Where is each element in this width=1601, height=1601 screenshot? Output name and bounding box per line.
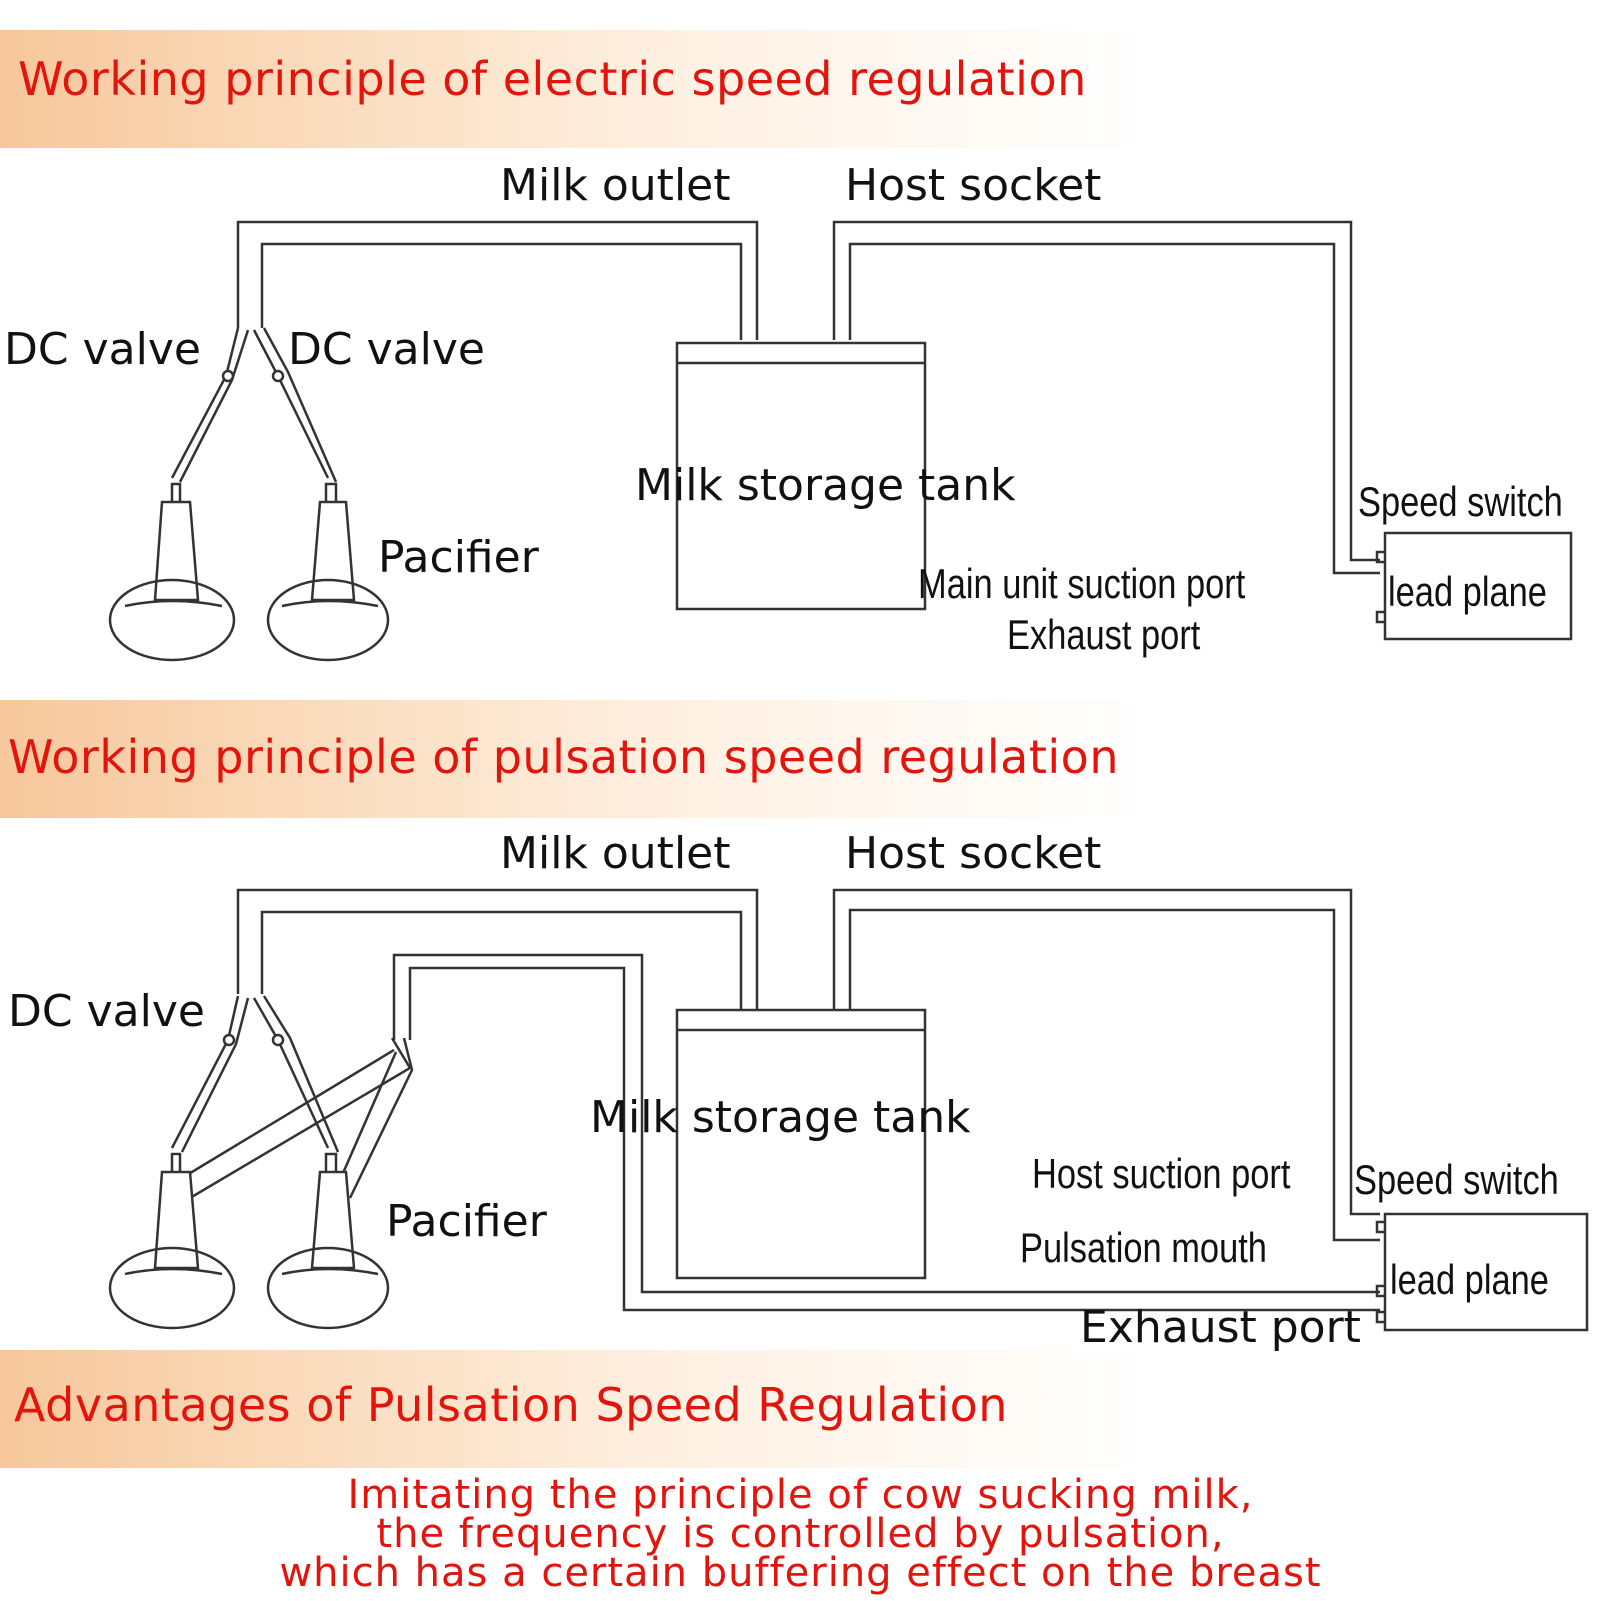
pulsation-mouth-label: Pulsation mouth <box>1020 1224 1267 1271</box>
pacifier-label: Pacifier <box>386 1196 547 1247</box>
pulsation-section-banner <box>0 700 1150 818</box>
speed-switch-label: Speed switch <box>1354 1156 1559 1203</box>
host-suction-port-label: Host suction port <box>1032 1150 1291 1197</box>
dc-valve-left-label: DC valve <box>4 324 201 375</box>
right-valve-tube <box>252 997 330 1149</box>
advantages-section-title: Advantages of Pulsation Speed Regulation <box>14 1378 1008 1432</box>
lead-plane-box <box>1383 1212 1589 1332</box>
host-socket-label: Host socket <box>845 160 1102 211</box>
milk-outlet-tube <box>236 220 759 340</box>
pulsation-section-title: Working principle of pulsation speed reg… <box>8 730 1119 784</box>
electric-diagram-lines <box>108 220 1573 662</box>
electric-section-banner <box>0 30 1150 148</box>
milk-outlet-tube <box>236 888 759 1010</box>
main-unit-suction-port-label: Main unit suction port <box>918 560 1246 607</box>
milk-storage-tank-label: Milk storage tank <box>590 1092 971 1143</box>
pulsation-diagram-lines <box>108 888 1589 1332</box>
advantages-line-3: which has a certain buffering effect on … <box>279 1550 1322 1596</box>
electric-diagram: Milk outlet Host socket DC valve DC valv… <box>0 0 1601 662</box>
lead-plane-box <box>1383 531 1573 641</box>
pulsation-diagram: Milk outlet Host socket DC valve Milk st… <box>0 800 1601 1440</box>
milk-outlet-label: Milk outlet <box>500 828 731 879</box>
dc-valve-label: DC valve <box>8 986 205 1037</box>
speed-switch-label: Speed switch <box>1358 478 1563 525</box>
electric-section-title: Working principle of electric speed regu… <box>18 52 1087 106</box>
pacifier-label: Pacifier <box>378 532 539 583</box>
advantages-section-banner <box>0 1350 1150 1468</box>
right-pacifier-shape <box>266 1152 390 1330</box>
pulsation-branch <box>189 1037 412 1200</box>
milk-storage-tank-label: Milk storage tank <box>635 460 1016 511</box>
host-socket-tube <box>832 220 1380 562</box>
dc-valve-right-label: DC valve <box>288 324 485 375</box>
pulsation-tube <box>392 953 1380 1294</box>
milk-storage-tank-box <box>675 341 927 611</box>
milk-storage-tank-box <box>675 1008 927 1280</box>
advantages-description: Imitating the principle of cow sucking m… <box>0 1472 1601 1596</box>
milk-outlet-label: Milk outlet <box>500 160 731 211</box>
exhaust-port-label: Exhaust port <box>1007 611 1201 658</box>
right-pacifier-shape <box>266 482 390 662</box>
advantages-line-1: Imitating the principle of cow sucking m… <box>347 1472 1254 1518</box>
lead-plane-label: lead plane <box>1388 568 1547 615</box>
exhaust-port-label: Exhaust port <box>1080 1302 1361 1353</box>
host-socket-tube <box>832 888 1380 1216</box>
lead-plane-label: lead plane <box>1390 1256 1549 1303</box>
left-pacifier-shape <box>108 482 236 662</box>
host-socket-label: Host socket <box>845 828 1102 879</box>
advantages-line-2: the frequency is controlled by pulsation… <box>376 1511 1225 1557</box>
left-pacifier-shape <box>108 1152 236 1330</box>
